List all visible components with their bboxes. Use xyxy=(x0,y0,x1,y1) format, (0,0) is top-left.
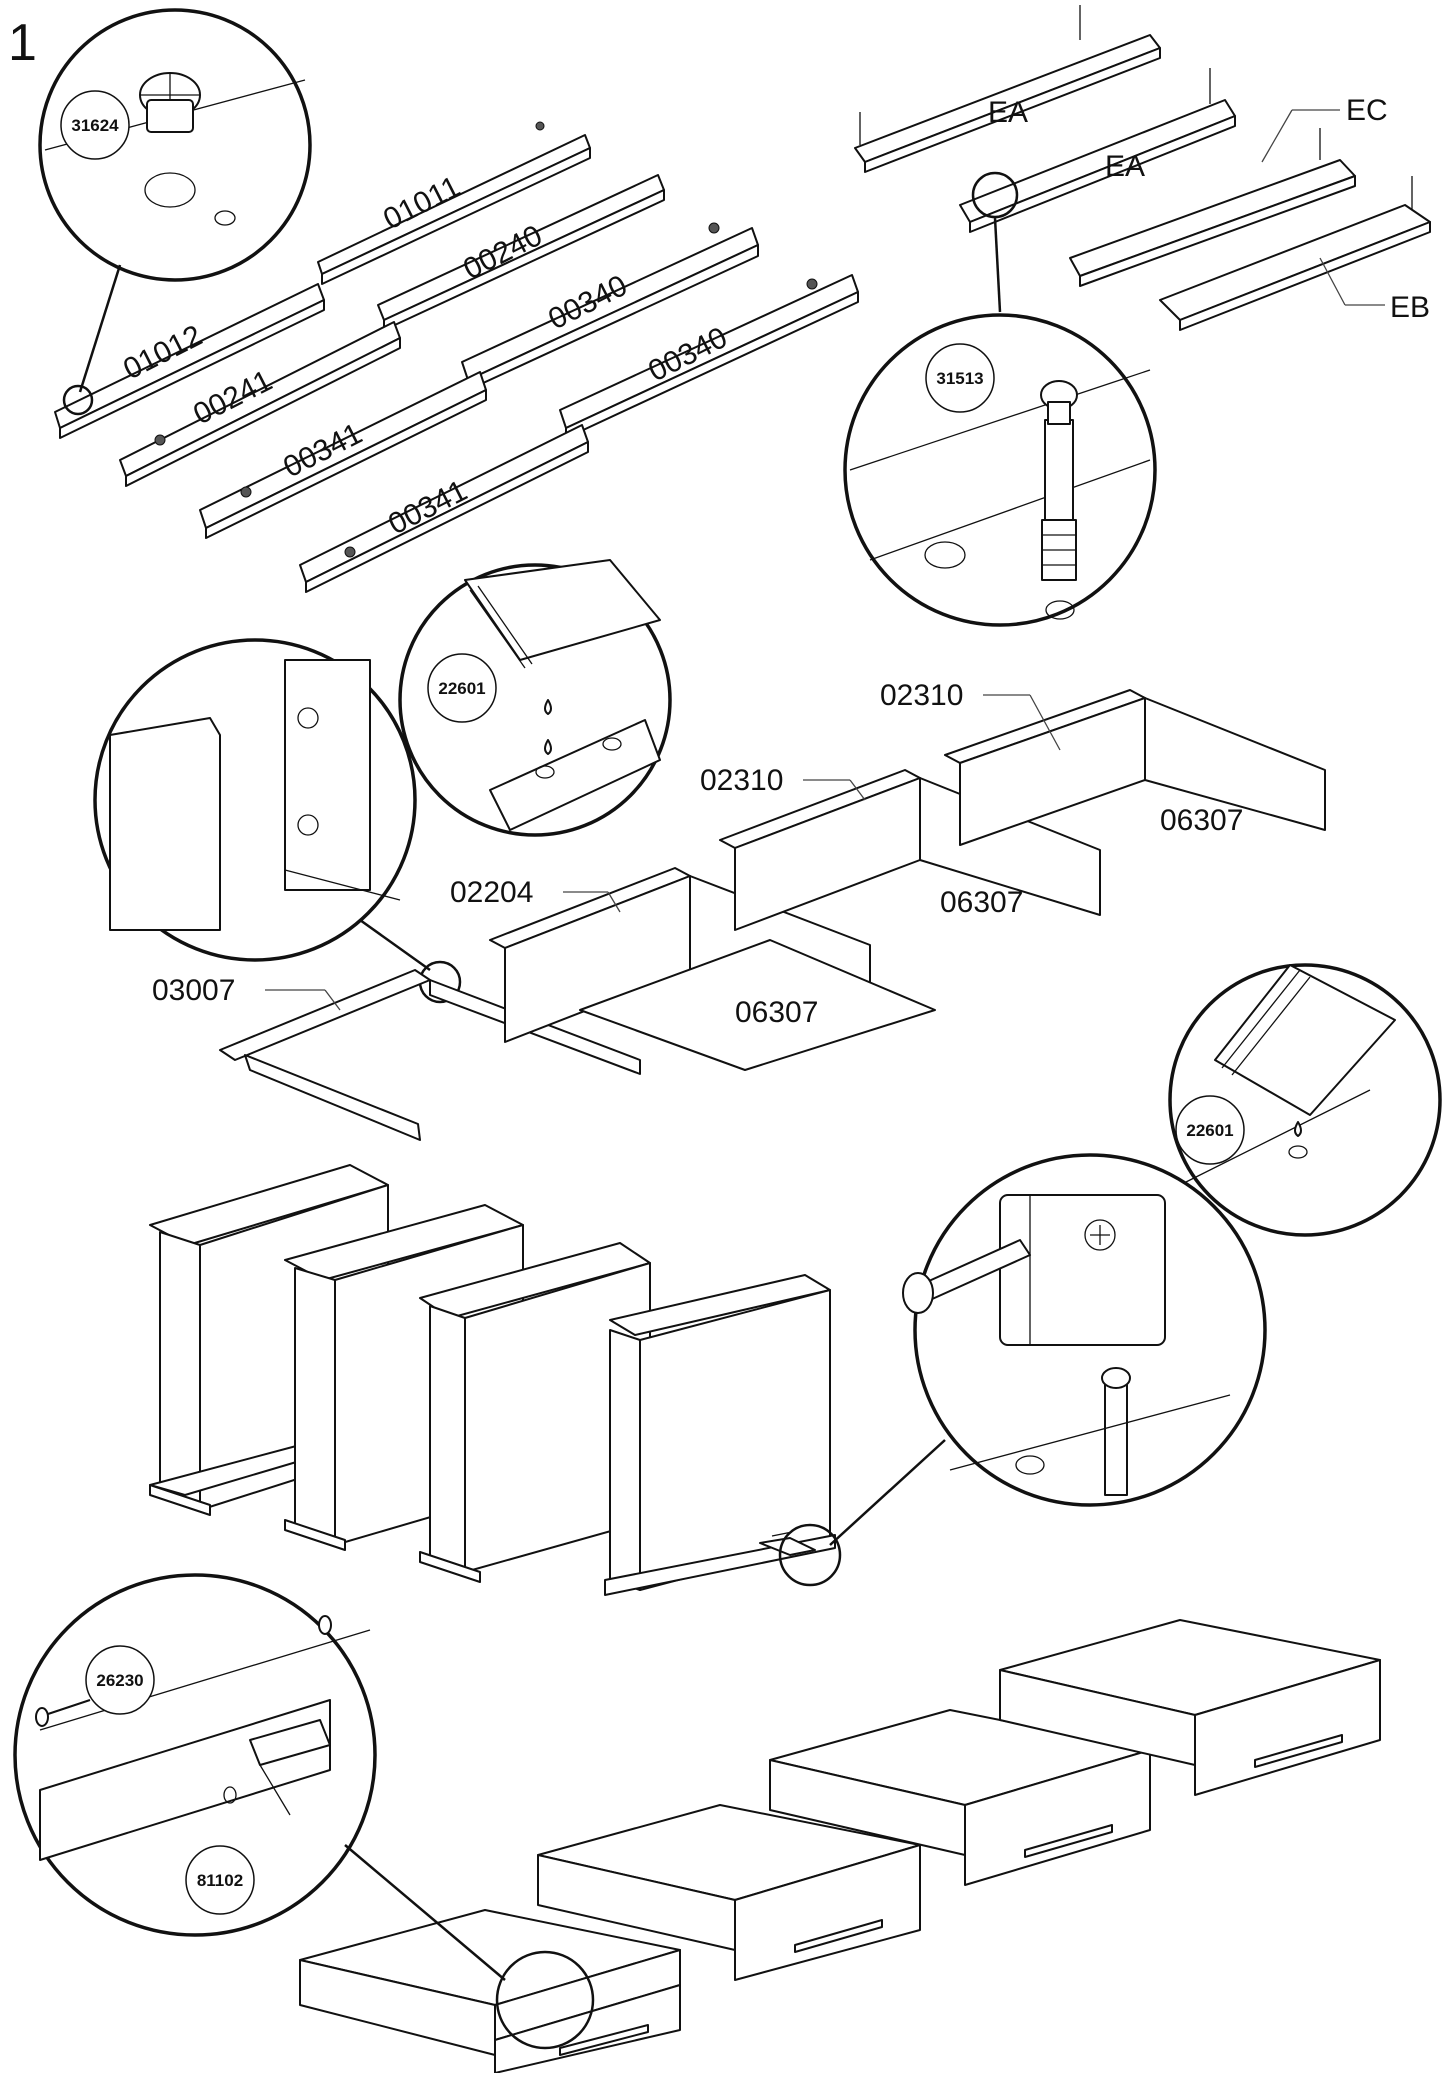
badge-31624: 31624 xyxy=(60,90,130,160)
badge-22601: 22601 xyxy=(427,653,497,723)
screwdriver-bubble xyxy=(778,1153,1267,1587)
step-number: 1 xyxy=(8,14,37,72)
badge-label: 31624 xyxy=(71,116,119,135)
badge-81102: 81102 xyxy=(185,1845,255,1915)
badge-26230: 26230 xyxy=(85,1645,155,1715)
corner-detail-bubble xyxy=(93,638,462,1004)
panel-ea-1: EA xyxy=(854,5,1161,173)
drawer-label: 06307 xyxy=(1160,804,1243,837)
side-panel-group: EA EA EC EB xyxy=(854,5,1431,331)
drawer-back-02310-2: 02310 06307 xyxy=(880,679,1326,846)
drawer-box-group xyxy=(149,1164,836,1596)
panel-group: 01011 00240 00340 00340 01012 xyxy=(54,121,859,593)
finished-drawer-2 xyxy=(537,1804,921,1981)
drawer-label: 06307 xyxy=(940,886,1023,919)
drawer-bottom-06307-1: 06307 xyxy=(579,939,936,1071)
drawer-label: 03007 xyxy=(152,974,235,1007)
panel-00340-a: 00340 xyxy=(461,222,759,391)
eb-label: EB xyxy=(1390,291,1430,324)
drawer-label: 02204 xyxy=(450,876,533,909)
badge-22601: 22601 xyxy=(1175,1095,1245,1165)
finished-drawer-group xyxy=(299,1619,1381,2073)
handle-bubble: 26230 81102 xyxy=(13,1573,595,2050)
glue-bubble-top: 22601 xyxy=(398,559,672,837)
badge-label: 22601 xyxy=(1186,1121,1233,1140)
glue-bubble-right: 22601 xyxy=(1168,963,1442,1237)
detail-bubble-cam-lock: 31624 xyxy=(38,8,312,416)
badge-label: 31513 xyxy=(936,369,983,388)
badge-label: 81102 xyxy=(197,1871,243,1890)
ec-label: EC xyxy=(1346,94,1388,127)
drawer-box-4 xyxy=(604,1274,836,1596)
detail-bubble-cam-bolt: 31513 xyxy=(843,171,1157,627)
panel-label: 00240 xyxy=(458,219,547,286)
badge-31513: 31513 xyxy=(925,343,995,413)
ea-label: EA xyxy=(988,96,1028,129)
panel-ea-2: EA xyxy=(959,68,1236,233)
panel-ec: EC xyxy=(1069,94,1388,287)
finished-drawer-3 xyxy=(769,1709,1151,1886)
finished-drawer-4 xyxy=(999,1619,1381,1796)
badge-label: 26230 xyxy=(96,1671,143,1690)
panel-eb: EB xyxy=(1159,176,1431,331)
panel-00340-b: 00340 xyxy=(559,274,859,439)
finished-drawer-1 xyxy=(299,1909,681,2073)
panel-01012: 01012 xyxy=(54,283,325,439)
badge-label: 22601 xyxy=(438,679,485,698)
drawer-label: 02310 xyxy=(880,679,963,712)
drawer-label: 06307 xyxy=(735,996,818,1029)
drawer-label: 02310 xyxy=(700,764,783,797)
ea-label: EA xyxy=(1105,150,1145,183)
panel-01011: 01011 xyxy=(317,121,591,285)
drawer-box-3 xyxy=(419,1242,651,1583)
